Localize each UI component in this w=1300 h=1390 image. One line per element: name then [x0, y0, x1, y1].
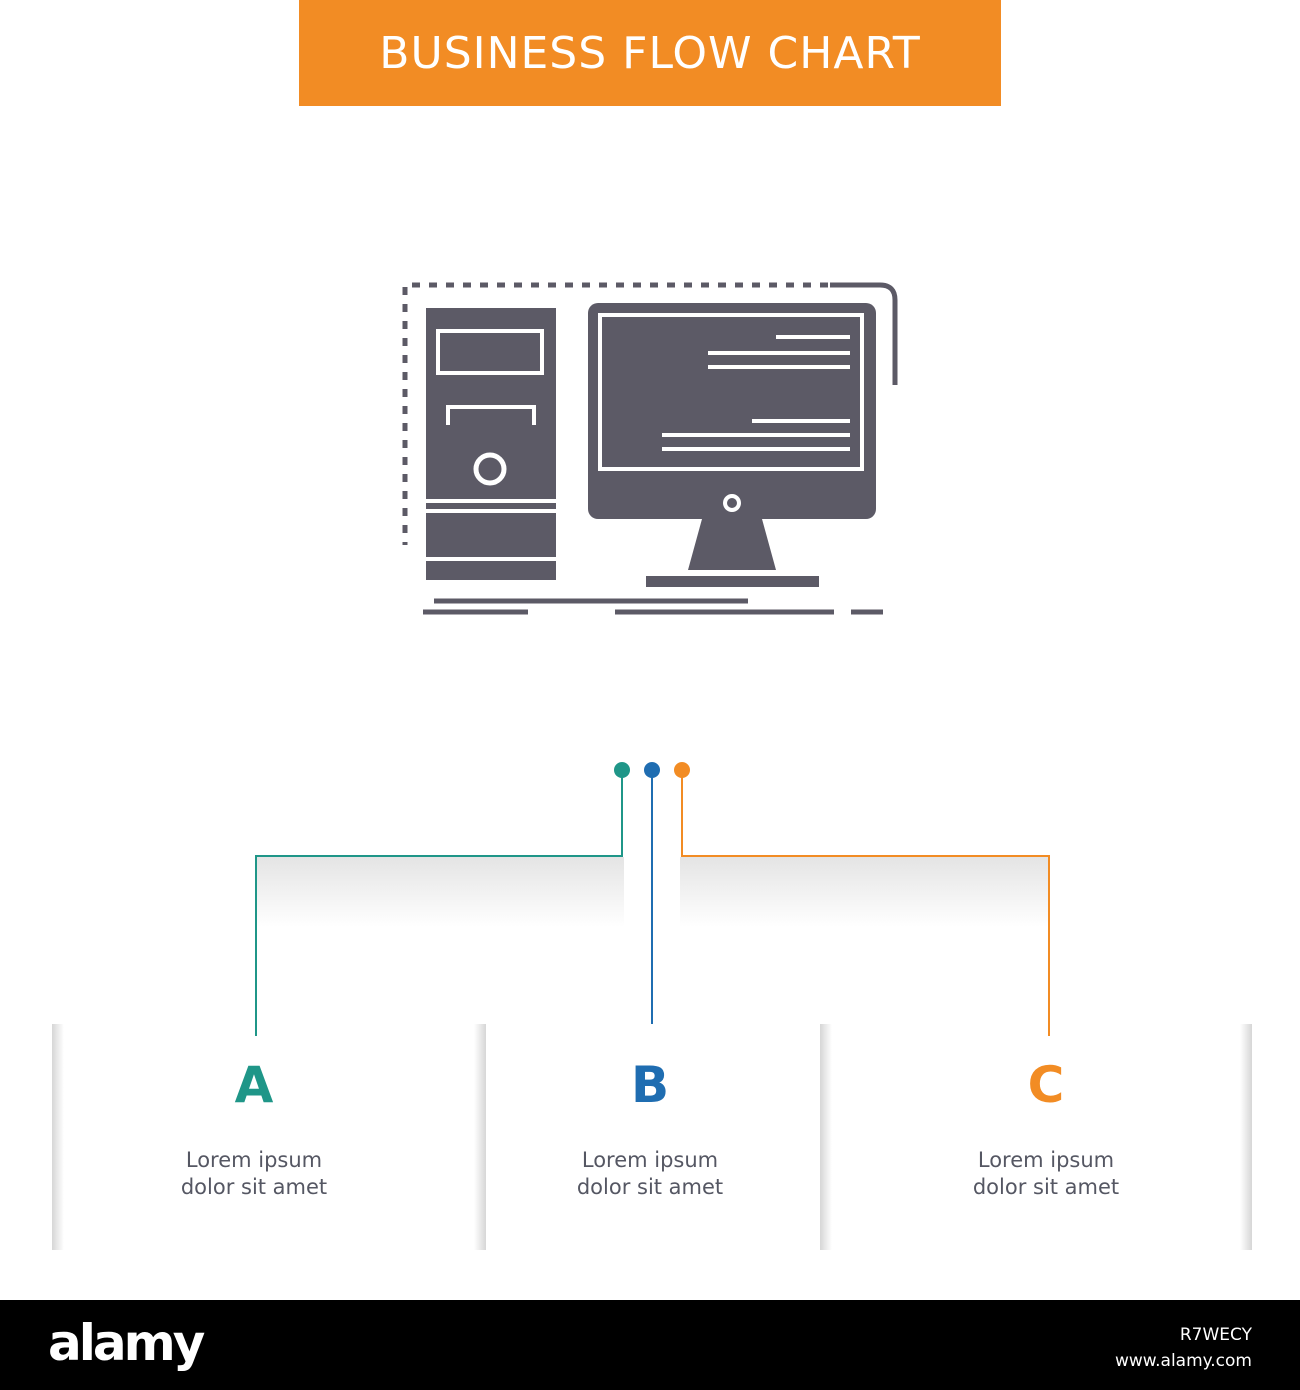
- step-b-text: Lorem ipsum dolor sit amet: [500, 1147, 800, 1201]
- card-divider: [52, 1024, 64, 1250]
- step-a-text: Lorem ipsum dolor sit amet: [104, 1147, 404, 1201]
- step-b-line1: Lorem ipsum: [581, 1148, 719, 1172]
- step-c-line1: Lorem ipsum: [977, 1148, 1115, 1172]
- chart-title: BUSINESS FLOW CHART: [379, 27, 921, 79]
- step-c-text: Lorem ipsum dolor sit amet: [896, 1147, 1196, 1201]
- step-a-line1: Lorem ipsum: [185, 1148, 323, 1172]
- card-divider: [474, 1024, 486, 1250]
- step-b-line2: dolor sit amet: [576, 1175, 724, 1199]
- step-b-letter: B: [630, 1056, 670, 1114]
- step-c-line2: dolor sit amet: [972, 1175, 1120, 1199]
- title-banner: BUSINESS FLOW CHART: [299, 0, 1001, 106]
- step-c-letter: C: [1027, 1056, 1065, 1114]
- footer-credit: R7WECY www.alamy.com: [1115, 1322, 1252, 1374]
- alamy-logo: alamy: [48, 1314, 205, 1372]
- step-a-letter: A: [234, 1056, 274, 1114]
- footer-bar: alamy R7WECY www.alamy.com: [0, 1300, 1300, 1390]
- card-divider: [1240, 1024, 1252, 1250]
- image-id: R7WECY: [1179, 1325, 1252, 1345]
- card-divider: [820, 1024, 832, 1250]
- desktop-computer-icon: [402, 282, 898, 615]
- footer-url: www.alamy.com: [1114, 1351, 1252, 1371]
- step-a-line2: dolor sit amet: [180, 1175, 328, 1199]
